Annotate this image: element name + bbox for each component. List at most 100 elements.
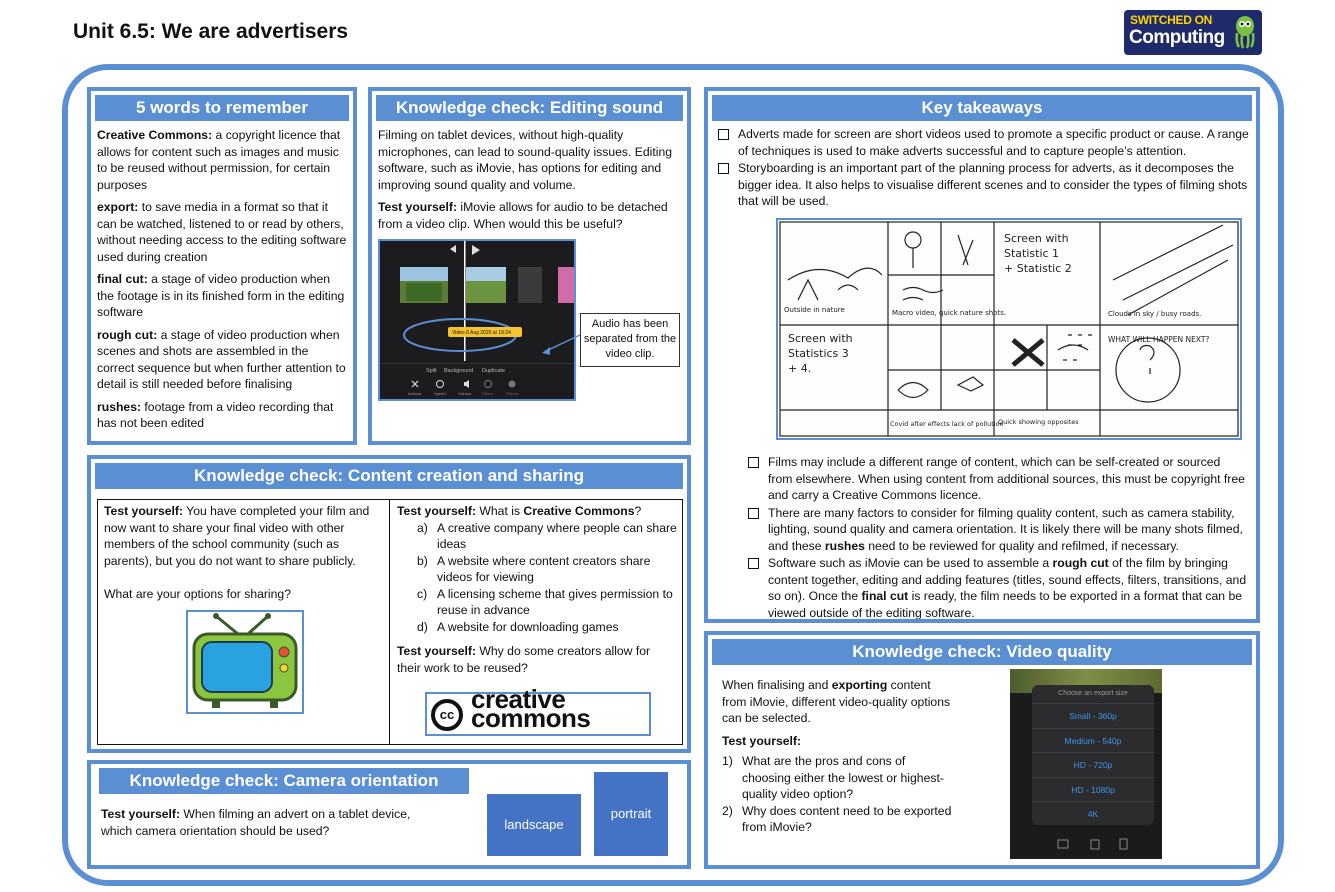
test-yourself-label: Test yourself: <box>378 200 458 214</box>
storyboard-caption-quick: Quick showing opposites <box>998 418 1079 426</box>
toolbar-background: Background <box>444 368 473 374</box>
takeaway-item: Films may include a different range of c… <box>748 454 1248 504</box>
takeaway-item: Storyboarding is an important part of th… <box>718 160 1250 210</box>
option-text: A website for downloading games <box>437 619 619 634</box>
word-term: Creative Commons: <box>97 128 213 142</box>
words-heading: 5 words to remember <box>95 95 349 121</box>
question-text: What are the pros and cons of choosing e… <box>742 754 944 801</box>
test-yourself-label: Test yourself: <box>101 807 181 821</box>
logo-line-2: Computing <box>1129 27 1225 48</box>
icon-volume: Volume <box>458 391 472 396</box>
logo-line-1: SWITCHED ON <box>1130 13 1213 27</box>
cc-option: c) A licensing scheme that gives permissi… <box>417 586 677 619</box>
content-sharing-table: Test yourself: You have completed your f… <box>97 499 683 745</box>
word-item: Creative Commons: a copyright licence th… <box>97 127 347 193</box>
cc-options-list: a)A creative company where people can sh… <box>417 520 677 636</box>
camera-orientation-heading: Knowledge check: Camera orientation <box>99 768 469 794</box>
export-option-medium[interactable]: Medium - 540p <box>1032 727 1154 753</box>
icon-effects: Effects <box>506 391 518 396</box>
test-yourself-label: Test yourself: <box>397 504 477 518</box>
playback-toolbar-icon <box>1057 838 1128 850</box>
intro-text: When finalising and <box>722 678 832 692</box>
question-text: When filming an advert on a tablet devic… <box>101 807 411 838</box>
octopus-mascot-icon <box>1235 16 1255 49</box>
takeaway-bold: final cut <box>861 589 909 603</box>
cc-option: a)A creative company where people can sh… <box>417 520 677 553</box>
key-takeaways-heading: Key takeaways <box>712 95 1252 121</box>
question-text: iMovie allows for audio to be detached f… <box>378 200 668 231</box>
video-quality-questions: 1) What are the pros and cons of choosing… <box>722 753 954 836</box>
word-term: rushes: <box>97 399 142 414</box>
word-def: a stage of video production when scenes … <box>97 327 346 392</box>
option-letter: b) <box>417 553 428 568</box>
export-option-hd-720[interactable]: HD - 720p <box>1032 752 1154 777</box>
takeaway-item: There are many factors to consider for f… <box>748 505 1248 555</box>
storyboard-caption-clouds: Clouds in sky / busy roads. <box>1108 310 1201 318</box>
takeaway-item: Software such as iMovie can be used to a… <box>748 555 1248 620</box>
takeaway-bold: rough cut <box>1052 556 1109 570</box>
video-quality-text: When finalising and exporting content fr… <box>722 677 954 836</box>
export-option-hd-1080[interactable]: HD - 1080p <box>1032 776 1154 802</box>
question-text: What is <box>476 504 524 518</box>
word-def: a stage of video production when the foo… <box>97 272 345 319</box>
imovie-timeline-image: Video 8 Aug 2020 at 19:24 Split Backgrou… <box>380 241 574 399</box>
key-takeaways-panel: Key takeaways Adverts made for screen ar… <box>704 87 1260 623</box>
video-question: 1) What are the pros and cons of choosing… <box>722 753 954 803</box>
test-yourself-label: Test yourself: <box>397 644 477 658</box>
question-text: Why does content need to be exported fro… <box>742 803 952 835</box>
portrait-box: portrait <box>594 772 668 856</box>
question-number: 1) <box>722 754 733 768</box>
option-letter: c) <box>417 586 428 601</box>
sharing-question: Test yourself: You have completed your f… <box>104 503 383 569</box>
word-term: final cut: <box>97 272 148 286</box>
words-panel: 5 words to remember Creative Commons: a … <box>87 87 357 445</box>
television-icon <box>192 613 298 708</box>
creative-commons-logo: cc creative commons <box>425 684 651 736</box>
editing-sound-panel: Knowledge check: Editing sound Filming o… <box>368 87 691 445</box>
takeaway-text: is ready, the film needs to be exported … <box>768 589 1242 620</box>
sharing-options-question: What are your options for sharing? <box>104 587 291 601</box>
icon-actions: Actions <box>408 391 421 396</box>
takeaway-text: There are many factors to consider for f… <box>768 505 1243 553</box>
storyboard-caption-covid: Covid after effects lack of pollution <box>890 420 1004 428</box>
icon-filters: Filters <box>482 391 493 396</box>
word-def: a copyright licence that allows for cont… <box>97 128 341 192</box>
cc-logo-line-1: creative <box>471 684 566 714</box>
video-quality-panel: Knowledge check: Video quality When fina… <box>704 631 1260 869</box>
takeaway-text: of the film by bringing content together… <box>768 556 1247 603</box>
question-text: Why do some creators allow for their wor… <box>397 644 651 675</box>
video-quality-heading: Knowledge check: Video quality <box>712 639 1252 665</box>
words-list: Creative Commons: a copyright licence th… <box>91 121 353 432</box>
storyboard-caption-what: WHAT WILL HAPPEN NEXT? <box>1108 335 1209 344</box>
cc-option: b)A website where content creators share… <box>417 553 677 586</box>
word-item: export: to save media in a format so tha… <box>97 199 347 265</box>
export-option-small[interactable]: Small - 360p <box>1032 703 1154 728</box>
storyboard-caption-outside: Outside in nature <box>784 306 845 314</box>
cc-mark-icon: cc <box>431 699 463 731</box>
export-option-4k[interactable]: 4K <box>1032 801 1154 826</box>
word-term: export: <box>97 200 139 214</box>
editing-sound-intro: Filming on tablet devices, without high-… <box>378 128 673 192</box>
export-size-screenshot: Choose an export size Small - 360p Mediu… <box>1010 669 1162 859</box>
page-title: Unit 6.5: We are advertisers <box>73 20 349 43</box>
question-number: 2) <box>722 803 733 818</box>
creative-commons-question-cell: Test yourself: What is Creative Commons?… <box>391 500 683 744</box>
word-item: final cut: a stage of video production w… <box>97 271 347 321</box>
cc-option: d) A website for downloading games <box>417 619 677 636</box>
takeaway-item: Adverts made for screen are short videos… <box>718 127 1249 158</box>
reuse-question: Test yourself: Why do some creators allo… <box>397 643 677 676</box>
tv-image <box>186 610 304 714</box>
content-sharing-panel: Knowledge check: Content creation and sh… <box>87 455 691 753</box>
option-letter: d) <box>417 619 428 634</box>
question-text: ? <box>634 504 642 518</box>
option-text: A licensing scheme that gives permission… <box>437 586 673 618</box>
export-size-menu-title: Choose an export size <box>1058 690 1128 697</box>
landscape-box: landscape <box>487 794 581 856</box>
takeaway-text: Software such as iMovie can be used to a… <box>768 556 1053 570</box>
video-quality-intro: When finalising and exporting content fr… <box>722 677 954 727</box>
takeaway-text: need to be reviewed for quality and refi… <box>864 538 1179 553</box>
option-letter: a) <box>417 520 428 535</box>
